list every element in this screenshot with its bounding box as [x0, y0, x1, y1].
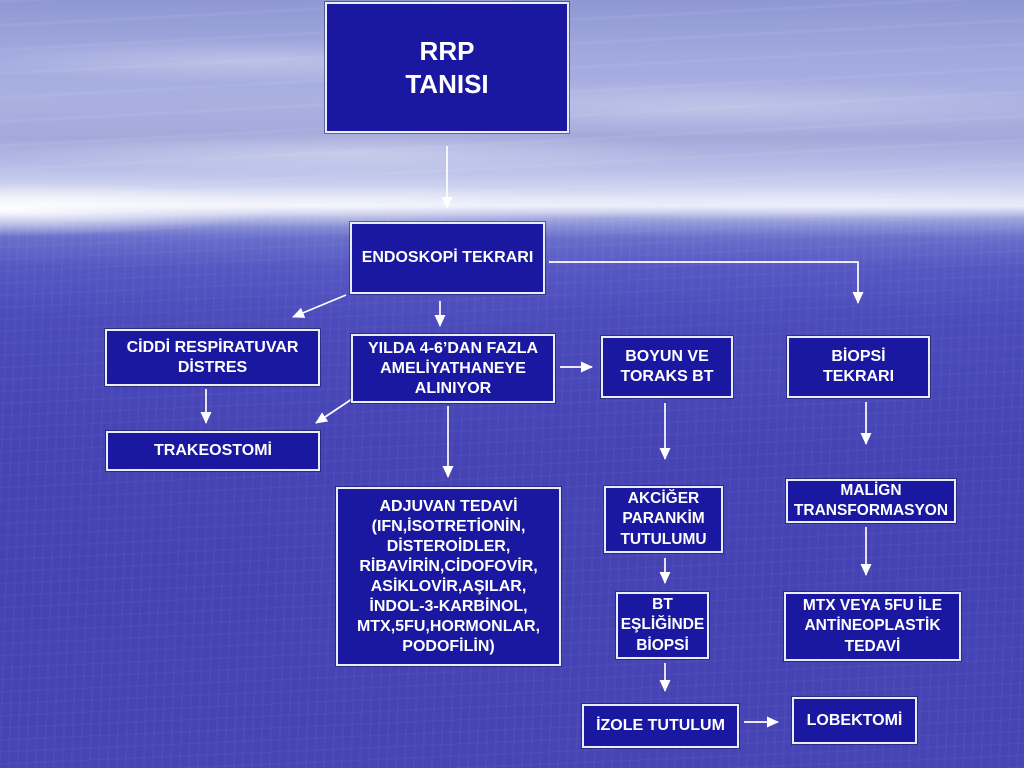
node-biopsi-tekrari: BİOPSİ TEKRARI	[787, 336, 930, 398]
node-lobektomi: LOBEKTOMİ	[792, 697, 917, 744]
node-trakeostomi: TRAKEOSTOMİ	[106, 431, 320, 471]
node-adjuvan-tedavi: ADJUVAN TEDAVİ (IFN,İSOTRETİONİN, DİSTER…	[336, 487, 561, 666]
node-yilda-label: YILDA 4-6’DAN FAZLA AMELİYATHANEYE ALINI…	[367, 339, 539, 397]
node-biopsi-tekrari-label: BİOPSİ TEKRARI	[822, 348, 895, 385]
node-ciddi-respiratuvar-distres-label: CİDDİ RESPİRATUVAR DİSTRES	[126, 338, 299, 376]
node-lobektomi-label: LOBEKTOMİ	[806, 711, 903, 729]
node-akciger-parankim-tutulumu: AKCİĞER PARANKİM TUTULUMU	[604, 486, 723, 553]
node-yilda-4-6dan-fazla-ameliyathaneye-aliniyor: YILDA 4-6’DAN FAZLA AMELİYATHANEYE ALINI…	[351, 334, 555, 403]
node-rrp-tanisi-label: RRP TANISI	[405, 36, 489, 99]
node-rrp-tanisi: RRP TANISI	[325, 2, 569, 133]
node-mtx-label: MTX VEYA 5FU İLE ANTİNEOPLASTİK TEDAVİ	[802, 597, 943, 655]
node-akciger-parankim-tutulumu-label: AKCİĞER PARANKİM TUTULUMU	[620, 490, 707, 548]
node-bt-esliginde-biopsi: BT EŞLİĞİNDE BİOPSİ	[616, 592, 709, 659]
node-endoskopi-tekrari-label: ENDOSKOPİ TEKRARI	[361, 249, 534, 266]
node-endoskopi-tekrari: ENDOSKOPİ TEKRARI	[350, 222, 545, 294]
node-izole-tutulum-label: İZOLE TUTULUM	[596, 717, 725, 734]
node-boyun-ve-toraks-bt-label: BOYUN VE TORAKS BT	[620, 348, 714, 385]
node-izole-tutulum: İZOLE TUTULUM	[582, 704, 739, 748]
node-malign-transformasyon: MALİGN TRANSFORMASYON	[786, 479, 956, 523]
node-trakeostomi-label: TRAKEOSTOMİ	[154, 442, 272, 459]
node-boyun-ve-toraks-bt: BOYUN VE TORAKS BT	[601, 336, 733, 398]
node-bt-esliginde-biopsi-label: BT EŞLİĞİNDE BİOPSİ	[620, 596, 705, 654]
node-adjuvan-tedavi-label: ADJUVAN TEDAVİ (IFN,İSOTRETİONİN, DİSTER…	[356, 497, 541, 655]
node-ciddi-respiratuvar-distres: CİDDİ RESPİRATUVAR DİSTRES	[105, 329, 320, 386]
node-malign-transformasyon-label: MALİGN TRANSFORMASYON	[793, 481, 949, 519]
node-mtx-veya-5fu-antineoplastik-tedavi: MTX VEYA 5FU İLE ANTİNEOPLASTİK TEDAVİ	[784, 592, 961, 661]
